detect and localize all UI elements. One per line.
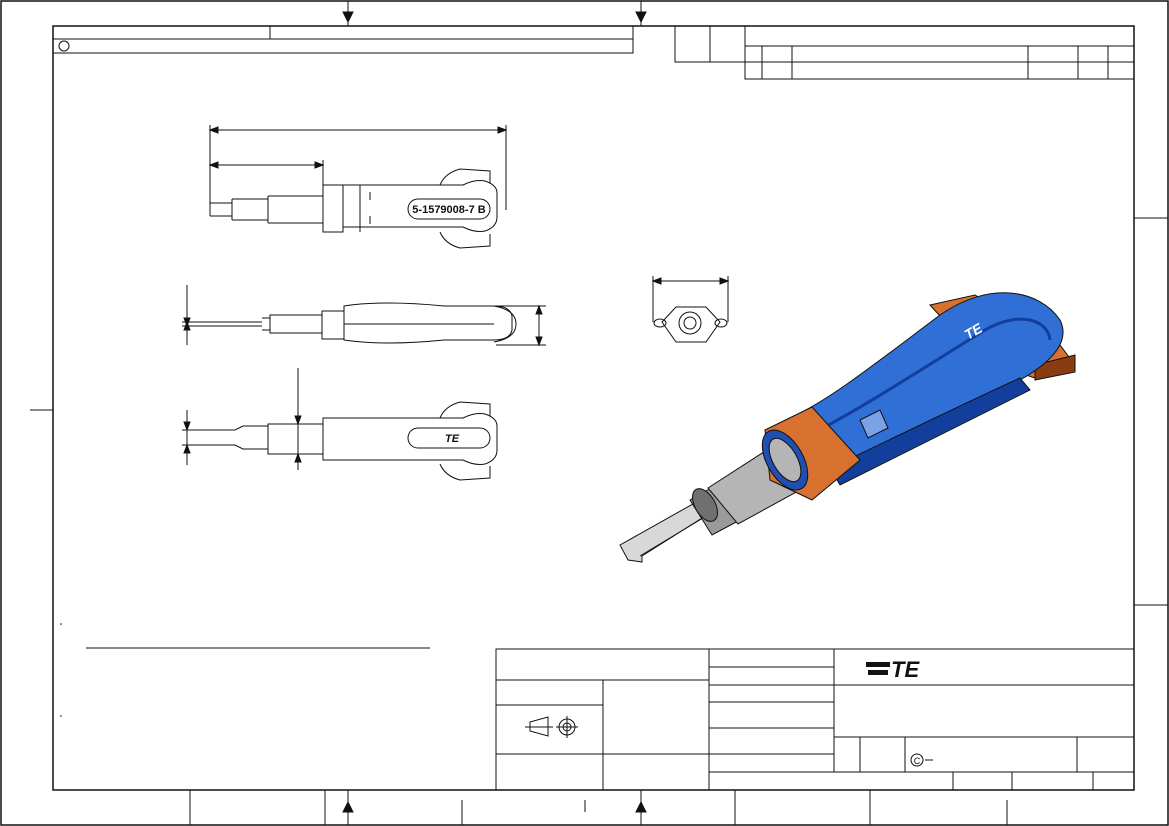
svg-text:TE: TE — [891, 657, 920, 682]
side-view — [182, 285, 546, 347]
logo-mark-on-part: TE — [445, 433, 460, 445]
part-marking-text: 5-1579008-7 B — [412, 204, 485, 216]
end-view — [651, 276, 730, 343]
bottom-view — [182, 368, 498, 481]
header-strip — [52, 25, 746, 63]
svg-text:C: C — [914, 756, 921, 766]
copyright-icon: C — [910, 753, 933, 767]
title-block — [495, 648, 1135, 791]
isometric-tool-view: TE — [619, 292, 1076, 563]
revision-block — [744, 25, 1135, 80]
te-logo: TE — [866, 657, 920, 682]
third-angle-projection-icon — [525, 716, 578, 738]
top-view — [208, 125, 508, 249]
zone-marks — [30, 1, 1168, 825]
